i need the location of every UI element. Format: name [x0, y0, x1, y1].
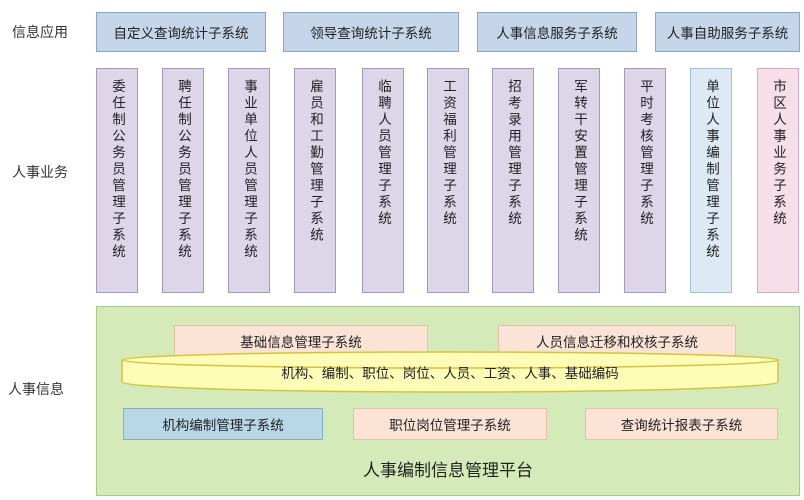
top-box-leader-query: 领导查询统计子系统 [283, 12, 459, 52]
top-box-custom-query: 自定义查询统计子系统 [96, 12, 266, 52]
codes-label: 机构、编制、职位、岗位、人员、工资、人事、基础编码 [281, 366, 619, 382]
column-subsystem: 事业单位人员管理子系统 [228, 68, 270, 293]
column-subsystem: 委任制公务员管理子系统 [96, 68, 138, 293]
column-subsystem: 聘任制公务员管理子系统 [162, 68, 204, 293]
report-box: 查询统计报表子系统 [585, 408, 778, 440]
row-label-business: 人事业务 [12, 165, 68, 181]
column-subsystem: 军转干安置管理子系统 [558, 68, 600, 293]
column-subsystem: 市区人事业务子系统 [757, 68, 799, 293]
column-subsystem: 临聘人员管理子系统 [362, 68, 404, 293]
base-info-box: 基础信息管理子系统 [174, 325, 428, 357]
code-database-cylinder [121, 351, 779, 393]
platform-title: 人事编制信息管理平台 [363, 461, 533, 481]
org-staffing-box: 机构编制管理子系统 [123, 408, 323, 440]
column-subsystem: 招考录用管理子系统 [492, 68, 534, 293]
column-subsystem: 雇员和工勤管理子系统 [294, 68, 336, 293]
column-subsystem: 工资福利管理子系统 [427, 68, 469, 293]
top-box-info-service: 人事信息服务子系统 [477, 12, 637, 52]
column-subsystem: 单位人事编制管理子系统 [690, 68, 732, 293]
row-label-info: 人事信息 [8, 382, 64, 398]
top-box-self-service: 人事自助服务子系统 [655, 12, 800, 52]
position-box: 职位岗位管理子系统 [353, 408, 547, 440]
row-label-app: 信息应用 [12, 25, 68, 41]
column-subsystem: 平时考核管理子系统 [624, 68, 666, 293]
